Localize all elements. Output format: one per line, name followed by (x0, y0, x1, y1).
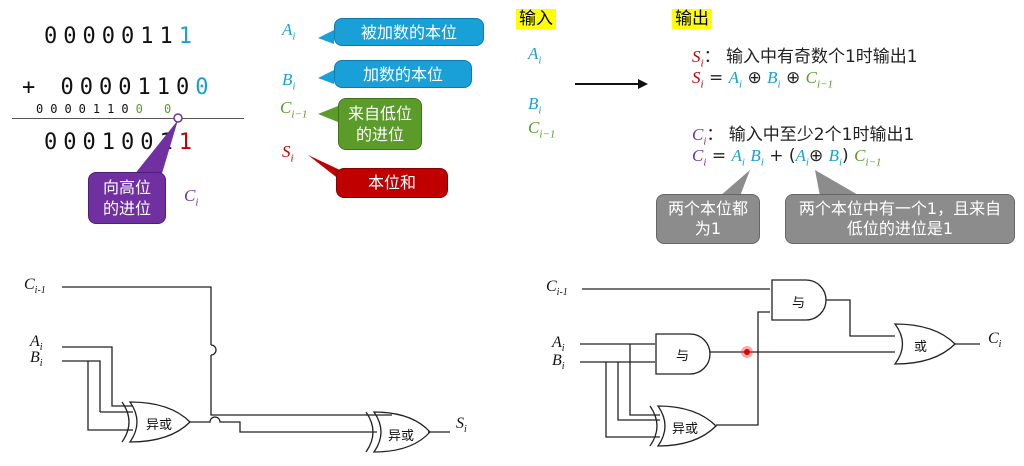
plus-sign: + (22, 75, 42, 100)
left-cin-wire-2 (210, 355, 392, 416)
or-body (893, 323, 956, 365)
left-b-label: Bi (30, 349, 43, 370)
input-A-i: Ai (528, 44, 542, 67)
carry-in-callout-pointer (318, 106, 338, 122)
right-a-wire (580, 343, 660, 416)
carry-description: Ci： 输入中至少2个1时输出1 (692, 125, 915, 148)
binary-row-2: + 00001100 (22, 75, 214, 100)
carry-callout-pointer (130, 120, 178, 180)
xor1-body (128, 401, 191, 443)
right-xor-label: 异或 (672, 422, 699, 437)
addend-bit-callout: 加数的本位 (334, 60, 472, 88)
junction-dot (744, 349, 750, 355)
sum-description: Si： 输入中有奇数个1时输出1 (692, 47, 918, 70)
and2-body (771, 279, 827, 321)
carry-equation: Ci = Ai Bi + (Ai⊕ Bi) Ci−1 (692, 146, 882, 169)
binary-row-1: 00000111 (44, 24, 198, 49)
left-cin-label: Ci-1 (24, 276, 46, 297)
carry-row: 00001100 0 (36, 102, 178, 116)
or-label: 或 (914, 340, 928, 355)
binary-result-row: 00010011 (44, 130, 198, 155)
output-header: 输出 (672, 4, 712, 29)
right-xor-body (656, 405, 717, 447)
augend-bit-callout: 被加数的本位 (334, 18, 484, 46)
xor2-body (372, 411, 431, 453)
carry-in-callout: 来自低位的进位 (338, 98, 422, 150)
left-xor1-out-wire (190, 416, 377, 433)
carry-point-marker (173, 113, 183, 123)
sum-bit-callout: 本位和 (336, 168, 448, 198)
and1-label: 与 (676, 349, 690, 364)
label-S-i: Si (282, 142, 294, 165)
xor2-input-curve (365, 411, 374, 453)
right-a-label: Ai (552, 334, 565, 355)
right-cin-label: Ci-1 (546, 278, 568, 299)
carry-row-digits: 0000110 (36, 102, 136, 116)
carry-row-green-digits: 0 0 (135, 102, 179, 116)
sum-callout-pointer (308, 155, 340, 180)
and1-body (655, 333, 711, 375)
right-and2-out-wire (826, 299, 895, 337)
and2-label: 与 (792, 296, 806, 311)
right-b-label: Bi (552, 352, 565, 373)
right-b-wire (580, 361, 660, 438)
note-carry-pointer (815, 170, 860, 196)
sum-equation: Si = Ai ⊕ Bi ⊕ Ci−1 (692, 68, 833, 91)
binary-result-digits: 0001001 (44, 130, 179, 155)
addend-callout-pointer (318, 70, 334, 84)
xor2-label: 异或 (388, 429, 415, 444)
binary-row-1-last-digit: 1 (178, 24, 198, 49)
label-C-im1: Ci−1 (280, 98, 308, 121)
binary-row-1-digits: 0000011 (44, 24, 179, 49)
left-cin-hop (210, 344, 217, 356)
note-both-ones: 两个本位都为1 (656, 194, 760, 244)
carry-callout-box: 向高位的进位 (88, 172, 166, 224)
left-cin-wire (62, 286, 212, 345)
right-xor-out-wire (716, 311, 770, 426)
binary-row-2-digits: 0000110 (60, 75, 196, 100)
left-a-label: Ai (30, 333, 43, 354)
augend-callout-pointer (318, 30, 334, 44)
input-C-im1: Ci−1 (528, 118, 556, 141)
note-both-pointer (720, 170, 750, 196)
left-sum-label: Si (456, 415, 467, 436)
note-one-and-carry: 两个本位中有一个1，且来自低位的进位是1 (785, 194, 1015, 244)
input-header: 输入 (516, 4, 556, 29)
label-B-i: Bi (282, 70, 296, 93)
right-carry-label: Ci (988, 330, 1002, 351)
binary-result-last-digit: 1 (178, 130, 198, 155)
left-a-wire (62, 346, 133, 407)
left-b-wire (62, 360, 133, 431)
sum-divider-line (12, 118, 244, 119)
xor1-label: 异或 (146, 418, 173, 433)
input-B-i: Bi (528, 94, 542, 117)
right-xor-input-curve (649, 405, 658, 447)
carry-callout-var: Ci (184, 186, 199, 209)
label-A-i: Ai (282, 20, 296, 43)
xor1-input-curve (121, 401, 130, 443)
binary-row-2-last-digit: 0 (195, 75, 215, 100)
